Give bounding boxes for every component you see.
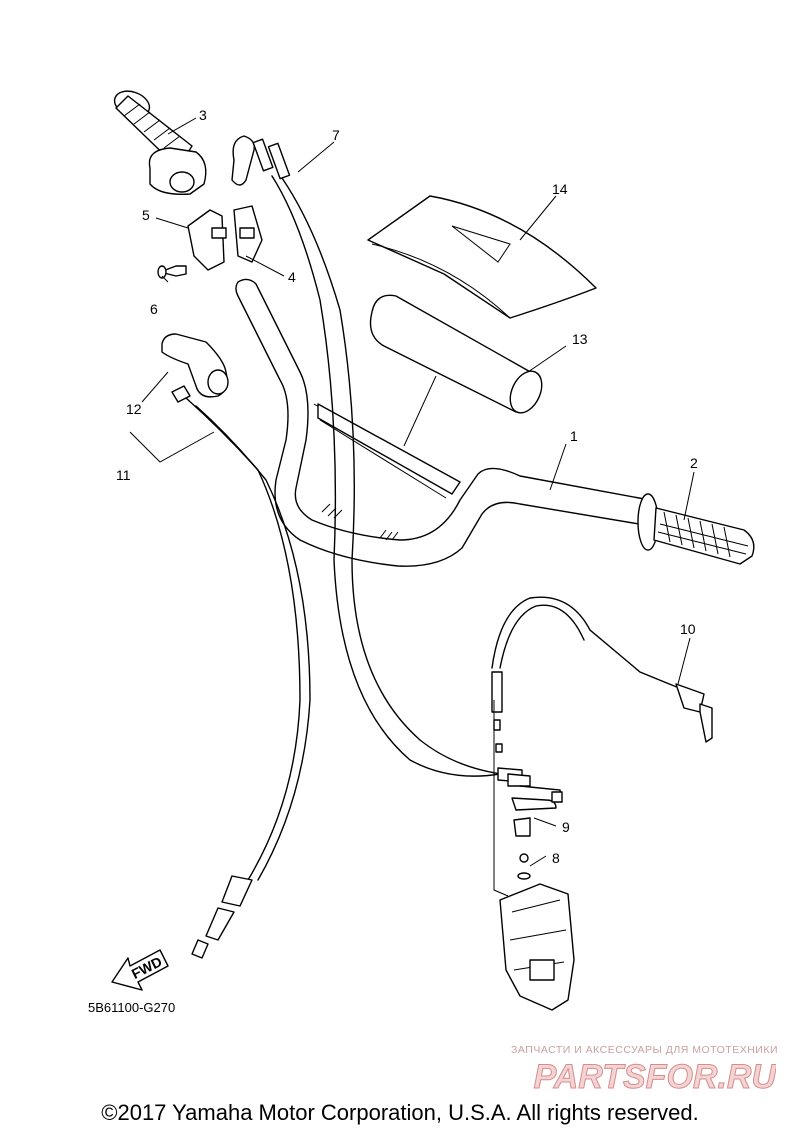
callout-7: 7 [332, 127, 340, 143]
copyright-notice: ©2017 Yamaha Motor Corporation, U.S.A. A… [101, 1100, 699, 1125]
hot-start-cable [161, 333, 311, 959]
hot-start-lever-assy [491, 596, 713, 753]
throttle-housing [187, 205, 263, 271]
callout-5: 5 [142, 207, 150, 223]
fwd-arrow: FWD [111, 949, 169, 991]
callout-labels: 1 2 3 4 5 6 7 8 9 10 11 12 13 14 [116, 107, 698, 866]
leader-lines [129, 117, 695, 867]
watermark-logo-text: PARTSFOR.RU [534, 1058, 776, 1096]
right-grip [637, 493, 755, 565]
handlebar-pad [369, 294, 543, 414]
diagram-code: 5B61100-G270 [88, 1000, 175, 1015]
watermark-subtitle: ЗАПЧАСТИ И АКСЕССУАРЫ ДЛЯ МОТОТЕХНИКИ [511, 1044, 778, 1056]
bolt [157, 265, 187, 279]
callout-2: 2 [690, 455, 698, 471]
callout-12: 12 [126, 401, 142, 417]
callout-1: 1 [570, 428, 578, 444]
watermark-logo: PARTSFOR.RU [533, 1058, 776, 1097]
callout-11: 11 [116, 467, 131, 483]
callout-8: 8 [552, 850, 560, 866]
callout-6: 6 [150, 301, 158, 317]
carburetor [493, 700, 575, 1011]
handlebar-pad-cover [367, 195, 597, 319]
callout-9: 9 [562, 819, 570, 835]
left-grip-throttle [113, 90, 207, 195]
throttle-cable [231, 135, 563, 811]
callout-14: 14 [552, 181, 568, 197]
callout-3: 3 [199, 107, 207, 123]
callout-13: 13 [572, 331, 588, 347]
callout-4: 4 [288, 269, 296, 285]
callout-10: 10 [680, 621, 696, 637]
